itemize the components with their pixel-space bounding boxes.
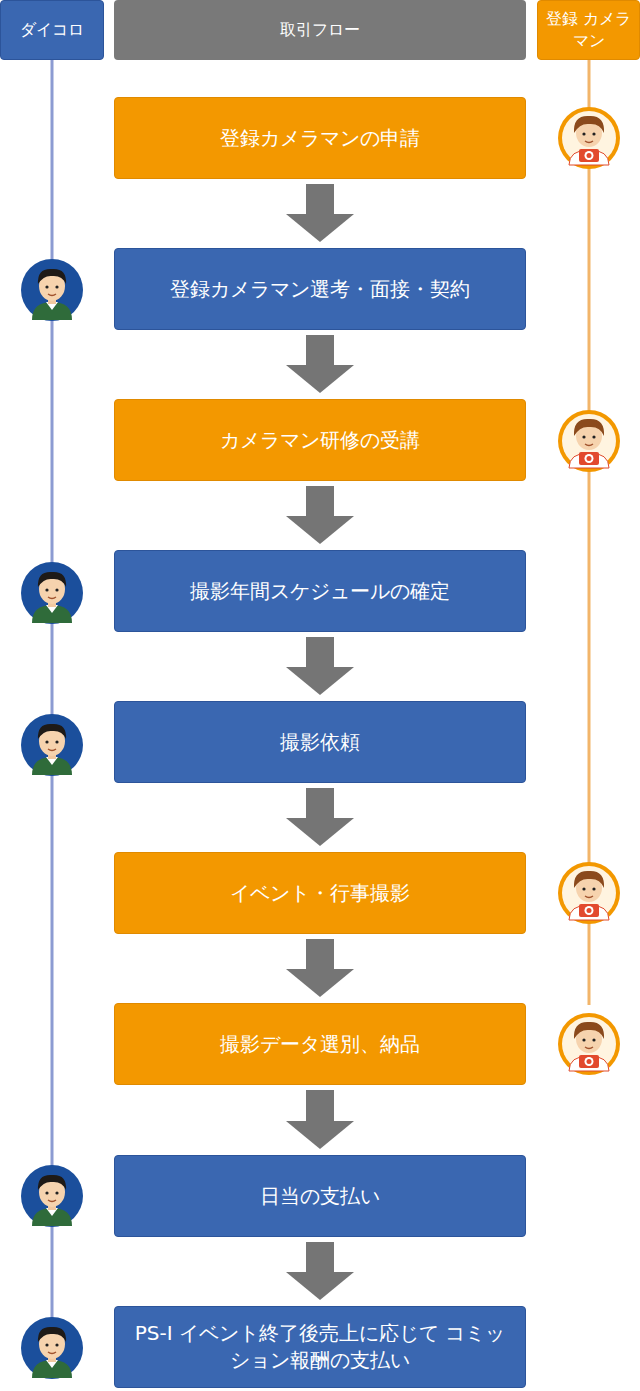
- box-label: イベント・行事撮影: [230, 880, 410, 907]
- box-label: ダイコロ: [20, 19, 84, 41]
- box-label: 撮影年間スケジュールの確定: [190, 578, 450, 605]
- flow-arrow: [286, 637, 354, 695]
- process-box: 日当の支払い: [114, 1155, 526, 1237]
- flow-arrow: [286, 184, 354, 242]
- box-label: 撮影依頼: [280, 729, 360, 756]
- process-box: PS-I イベント終了後売上に応じて コミッション報酬の支払い: [114, 1306, 526, 1388]
- flow-arrow: [286, 335, 354, 393]
- box-label: 取引フロー: [280, 19, 360, 41]
- process-box: 撮影年間スケジュールの確定: [114, 550, 526, 632]
- box-label: 登録カメラマン選考・面接・契約: [170, 276, 470, 303]
- process-box: 登録カメラマンの申請: [114, 97, 526, 179]
- box-label: 日当の支払い: [260, 1183, 380, 1210]
- process-box: イベント・行事撮影: [114, 852, 526, 934]
- box-label: 登録カメラマンの申請: [220, 125, 420, 152]
- flow-arrow: [286, 1242, 354, 1300]
- flow-arrow: [286, 1090, 354, 1149]
- box-label: 撮影データ選別、納品: [220, 1031, 420, 1058]
- flow-arrow: [286, 939, 354, 997]
- box-label: PS-I イベント終了後売上に応じて コミッション報酬の支払い: [129, 1320, 511, 1374]
- box-label: 登録 カメラマン: [538, 8, 639, 51]
- lane-header: ダイコロ: [0, 0, 104, 60]
- box-label: カメラマン研修の受講: [220, 427, 420, 454]
- process-box: 登録カメラマン選考・面接・契約: [114, 248, 526, 330]
- lane-header: 登録 カメラマン: [537, 0, 640, 60]
- lane-header: 取引フロー: [114, 0, 526, 60]
- process-box: カメラマン研修の受講: [114, 399, 526, 481]
- process-box: 撮影データ選別、納品: [114, 1003, 526, 1085]
- flow-arrow: [286, 788, 354, 846]
- process-box: 撮影依頼: [114, 701, 526, 783]
- flow-arrow: [286, 486, 354, 544]
